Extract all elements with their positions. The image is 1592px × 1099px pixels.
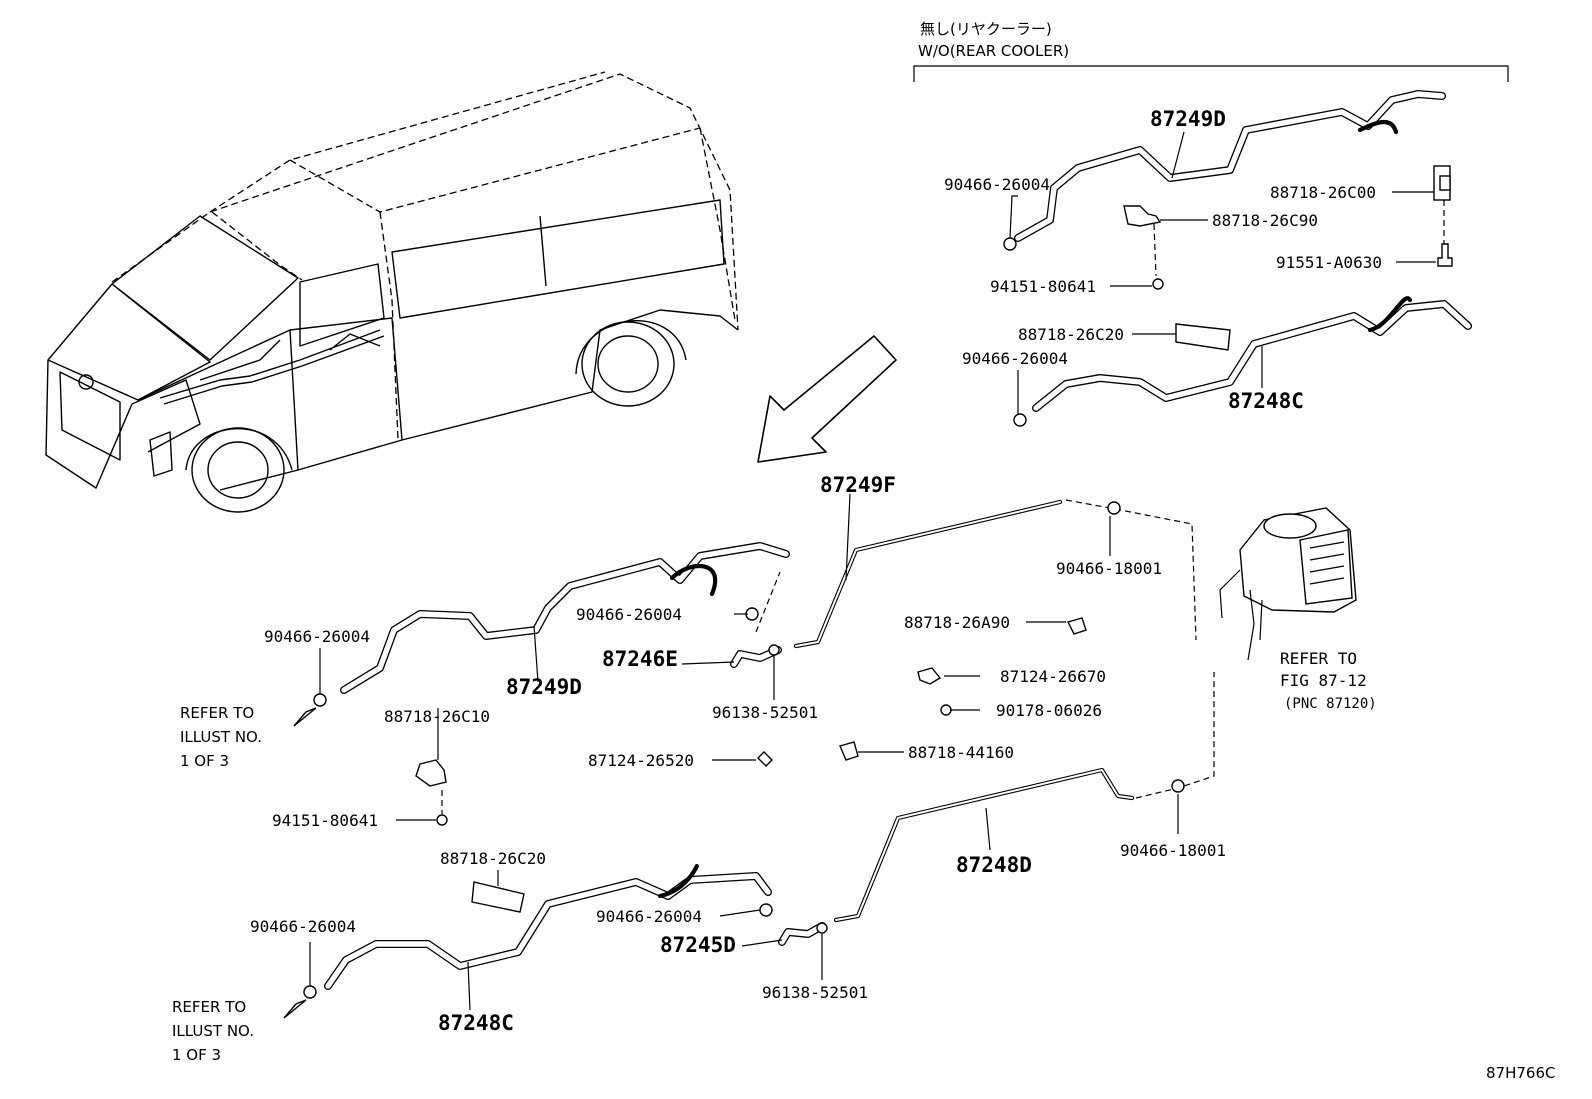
wo-rear-cooler-jp-note: 無し(リヤクーラー)	[920, 20, 1052, 38]
svg-text:FIG 87-12: FIG 87-12	[1280, 671, 1367, 690]
wo-rear-cooler-group: 無し(リヤクーラー) W/O(REAR COOLER) 87249D 90466…	[913, 20, 1509, 427]
svg-text:REFER TO: REFER TO	[180, 704, 254, 722]
label-88718-26a90: 88718-26A90	[904, 613, 1010, 632]
figure-code: 87H766C	[1486, 1064, 1555, 1082]
label-96138-52501-a: 96138-52501	[712, 703, 818, 722]
label-90466-26004-d: 90466-26004	[264, 627, 370, 646]
svg-text:1 OF 3: 1 OF 3	[172, 1046, 221, 1064]
label-87124-26670: 87124-26670	[1000, 667, 1106, 686]
hose-clamp-90466-26004-f	[759, 903, 773, 917]
label-94151-80641-b: 94151-80641	[272, 811, 378, 830]
label-87124-26520: 87124-26520	[588, 751, 694, 770]
label-88718-26c00: 88718-26C00	[1270, 183, 1376, 202]
label-90178-06026: 90178-06026	[996, 701, 1102, 720]
label-87249d-mid: 87249D	[506, 675, 582, 699]
clip-87124-26670	[917, 667, 942, 685]
nut-94151-80641-a	[1152, 278, 1164, 290]
label-90466-26004-c: 90466-26004	[576, 605, 682, 624]
hose-clamp-90466-18001-a	[1107, 501, 1121, 515]
tube-87248d	[833, 767, 1135, 923]
label-88718-26c20-b: 88718-26C20	[440, 849, 546, 868]
label-90466-26004-f: 90466-26004	[596, 907, 702, 926]
label-88718-44160: 88718-44160	[908, 743, 1014, 762]
clamp-88718-26c90	[1123, 205, 1162, 227]
clamp-88718-26a90	[1066, 617, 1087, 635]
van-illustration	[45, 71, 739, 513]
svg-text:1 OF 3: 1 OF 3	[180, 752, 229, 770]
label-87249d-top: 87249D	[1150, 107, 1226, 131]
hose-clamp-90466-26004-d	[313, 693, 327, 707]
wo-rear-cooler-bracket	[913, 65, 1509, 82]
clamp-88718-26c10	[415, 759, 447, 787]
label-90466-26004-a: 90466-26004	[944, 175, 1050, 194]
clamp-88718-26c20-a	[1175, 323, 1231, 351]
label-91551-a0630: 91551-A0630	[1276, 253, 1382, 272]
direction-arrow	[757, 335, 897, 463]
label-87248d: 87248D	[956, 853, 1032, 877]
label-87245d: 87245D	[660, 933, 736, 957]
svg-text:ILLUST NO.: ILLUST NO.	[180, 728, 262, 746]
arrow-illust-1	[293, 707, 317, 727]
svg-text:(PNC 87120): (PNC 87120)	[1284, 696, 1377, 712]
clamp-88718-26c20-b	[471, 881, 525, 913]
hose-clamp-90466-18001-b	[1171, 779, 1185, 793]
clamp-96138-52501-b	[816, 922, 828, 934]
label-87248c-bot: 87248C	[438, 1011, 514, 1035]
hose-clamp-90466-26004-e	[303, 985, 317, 999]
svg-text:REFER TO: REFER TO	[1280, 649, 1357, 668]
label-88718-26c20-a: 88718-26C20	[1018, 325, 1124, 344]
bolt-91551-a0630	[1437, 243, 1453, 267]
label-96138-52501-b: 96138-52501	[762, 983, 868, 1002]
refer-illust-note-2: REFER TO ILLUST NO. 1 OF 3	[172, 998, 254, 1064]
arrow-illust-2	[283, 999, 307, 1019]
label-87248c-top: 87248C	[1228, 389, 1304, 413]
clip-87124-26520	[757, 751, 773, 767]
hose-clamp-90466-26004-b	[1013, 413, 1027, 427]
label-90466-18001-b: 90466-18001	[1120, 841, 1226, 860]
refer-fig-note: REFER TO FIG 87-12 (PNC 87120)	[1280, 649, 1377, 712]
label-94151-80641-a: 94151-80641	[990, 277, 1096, 296]
wo-rear-cooler-note: W/O(REAR COOLER)	[918, 42, 1069, 60]
rear-cooler-unit	[1219, 507, 1357, 661]
label-90466-26004-b: 90466-26004	[962, 349, 1068, 368]
label-87249f: 87249F	[820, 473, 896, 497]
svg-text:REFER TO: REFER TO	[172, 998, 246, 1016]
hose-clamp-90466-26004-a	[1003, 237, 1017, 251]
label-87246e: 87246E	[602, 647, 678, 671]
nut-94151-80641-b	[436, 814, 448, 826]
clamp-96138-52501-a	[768, 644, 780, 656]
clamp-88718-44160	[839, 741, 859, 761]
main-assembly: 87249F 90466-18001 90466-26004 87246E 90…	[250, 473, 1357, 1035]
label-88718-26c90: 88718-26C90	[1212, 211, 1318, 230]
label-90466-18001-a: 90466-18001	[1056, 559, 1162, 578]
label-88718-26c10: 88718-26C10	[384, 707, 490, 726]
svg-text:ILLUST NO.: ILLUST NO.	[172, 1022, 254, 1040]
refer-illust-note-1: REFER TO ILLUST NO. 1 OF 3	[180, 704, 262, 770]
label-90466-26004-e: 90466-26004	[250, 917, 356, 936]
pipe-87248c-bot	[324, 872, 772, 990]
clip-90178-06026	[940, 704, 952, 716]
